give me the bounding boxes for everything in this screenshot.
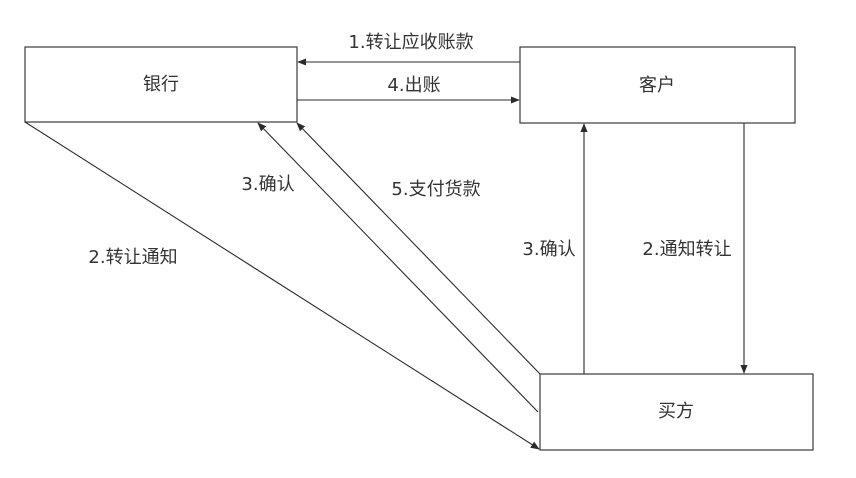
edge-disburse-label: 4.出账	[387, 75, 440, 96]
edge-disburse: 4.出账	[297, 75, 520, 104]
edge-transfer-notice-label: 2.转让通知	[88, 247, 177, 268]
node-bank-label: 银行	[143, 74, 179, 95]
node-bank-box	[24, 46, 298, 123]
edge-confirm-to-bank: 3.确认	[241, 122, 539, 413]
edge-confirm-to-bank-label: 3.确认	[241, 174, 294, 195]
node-buyer-label: 买方	[658, 401, 694, 422]
node-buyer-box	[539, 373, 814, 451]
edge-pay-for-goods-label: 5.支付货款	[391, 179, 480, 200]
edge-transfer-receivables: 1.转让应收账款	[297, 32, 520, 66]
edge-pay-for-goods: 5.支付货款	[296, 122, 541, 375]
node-buyer: 买方	[539, 373, 814, 451]
edge-confirm-to-customer-label: 3.确认	[522, 239, 575, 260]
edge-transfer-notice: 2.转让通知	[24, 121, 540, 450]
node-bank: 银行	[24, 46, 298, 123]
edge-notify-transfer: 2.通知转让	[642, 123, 748, 374]
edge-transfer-receivables-label: 1.转让应收账款	[348, 32, 473, 53]
edge-confirm-to-customer: 3.确认	[522, 123, 588, 374]
edge-confirm-to-bank-arrow	[257, 122, 539, 413]
node-customer-label: 客户	[639, 75, 675, 96]
edge-pay-for-goods-arrow	[296, 122, 541, 375]
node-customer-box	[519, 46, 796, 124]
edge-transfer-notice-arrow	[24, 121, 540, 450]
edge-notify-transfer-label: 2.通知转让	[642, 239, 731, 260]
node-customer: 客户	[519, 46, 796, 124]
